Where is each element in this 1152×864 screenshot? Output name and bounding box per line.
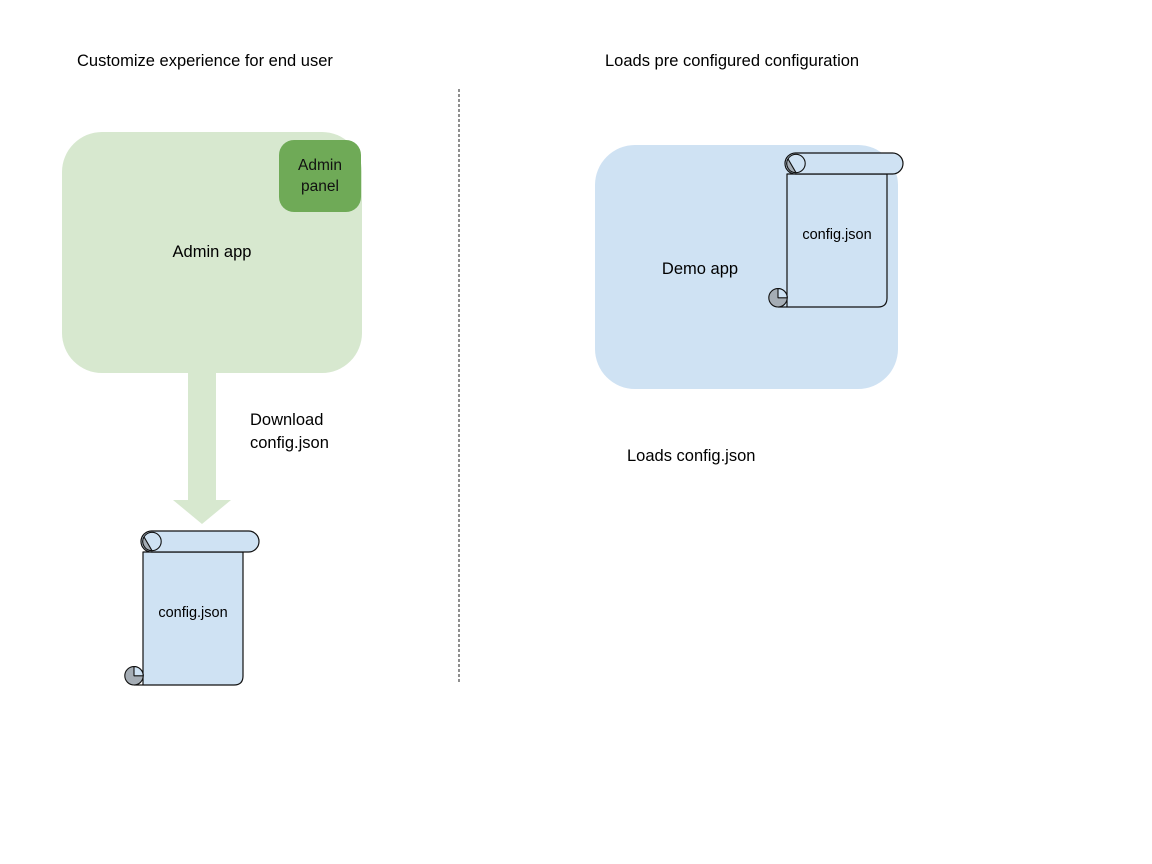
config-scroll-left: config.json (123, 528, 263, 688)
admin-app-label: Admin app (172, 243, 252, 261)
scroll-body (786, 173, 888, 308)
scroll-bottom-curl-notch (777, 288, 788, 299)
admin-app-box: Admin app Admin panel (62, 132, 362, 373)
config-scroll-right: config.json (767, 150, 907, 310)
scroll-top-curl (142, 536, 153, 552)
right-section-title: Loads pre configured configuration (605, 52, 860, 70)
config-json-label: config.json (802, 227, 872, 243)
scroll-top-roll (140, 530, 260, 553)
left-section-title: Customize experience for end user (77, 52, 333, 70)
scroll-top-curl (786, 158, 797, 174)
loads-config-caption: Loads config.json (627, 447, 756, 465)
download-arrow (173, 373, 231, 524)
section-divider (458, 89, 460, 684)
scroll-shape (768, 152, 904, 308)
admin-panel-label: Admin panel (298, 157, 342, 195)
admin-panel-box: Admin panel (279, 140, 361, 212)
scroll-bottom-curl-notch (133, 666, 144, 677)
config-json-label: config.json (158, 605, 228, 621)
scroll-top-roll (784, 152, 904, 175)
scroll-body (142, 551, 244, 686)
download-config-caption: Download config.json (250, 411, 329, 452)
demo-app-label: Demo app (661, 260, 739, 278)
download-arrow-shape (173, 373, 231, 524)
scroll-shape (124, 530, 260, 686)
